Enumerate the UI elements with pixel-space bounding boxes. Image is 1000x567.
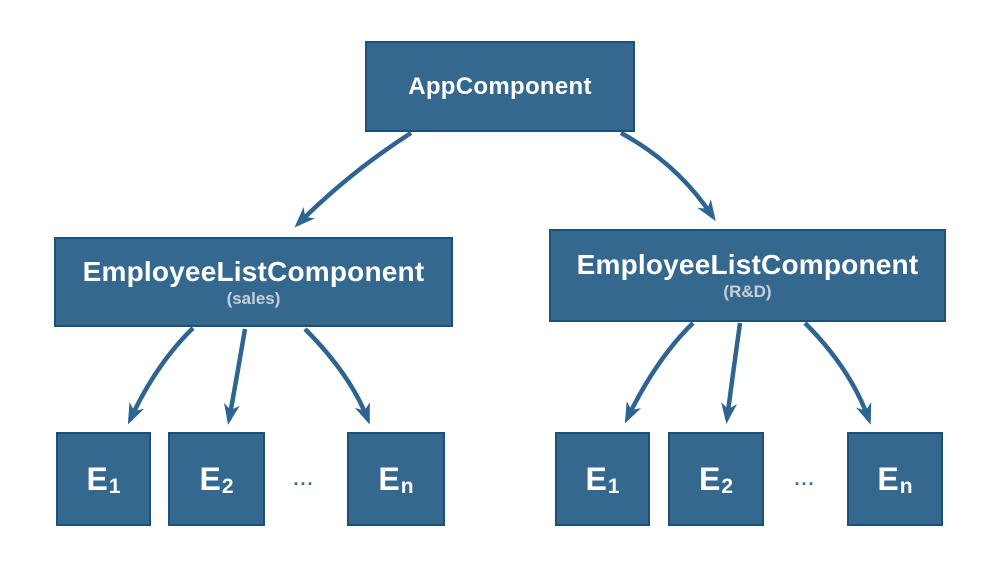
employee-list-rd-label: EmployeeListComponent xyxy=(576,249,919,280)
employee-label-subscript: n xyxy=(400,474,414,498)
arrow-sales-to-en xyxy=(303,327,371,425)
employee-label-base: E xyxy=(698,461,721,497)
app-component-label: AppComponent xyxy=(408,72,592,100)
employee-label-base: E xyxy=(585,461,607,497)
arrow-root-to-rd xyxy=(619,131,716,222)
arrow-rd-to-e1 xyxy=(624,321,695,424)
arrow-root-to-sales xyxy=(294,131,413,228)
ellipsis-sales: ... xyxy=(293,468,315,489)
arrow-rd-to-en xyxy=(803,321,872,425)
employee-label-base: E xyxy=(877,461,899,497)
employee-list-rd-node: EmployeeListComponent (R&D) xyxy=(549,229,946,322)
employee-label-subscript: 2 xyxy=(221,474,234,498)
employee-label-base: E xyxy=(199,461,221,497)
employee-list-sales-label: EmployeeListComponent xyxy=(82,255,425,287)
employee-label-subscript: 2 xyxy=(721,474,734,498)
employee-list-sales-sublabel: (sales) xyxy=(226,288,281,308)
arrow-rd-to-e2 xyxy=(721,322,743,424)
arrow-sales-to-e1 xyxy=(127,326,195,425)
arrow-sales-to-e2 xyxy=(223,328,248,425)
employee-label-subscript: 1 xyxy=(607,474,620,498)
employee-label-base: E xyxy=(86,461,108,497)
ellipsis-rd: ... xyxy=(794,468,816,489)
employee-label-subscript: n xyxy=(899,474,913,498)
employee-label-subscript: 1 xyxy=(108,474,121,498)
app-component-node: AppComponent xyxy=(365,41,635,132)
employee-label-base: E xyxy=(378,461,400,497)
employee-list-sales-node: EmployeeListComponent (sales) xyxy=(54,237,453,327)
employee-list-rd-sublabel: (R&D) xyxy=(723,282,772,301)
